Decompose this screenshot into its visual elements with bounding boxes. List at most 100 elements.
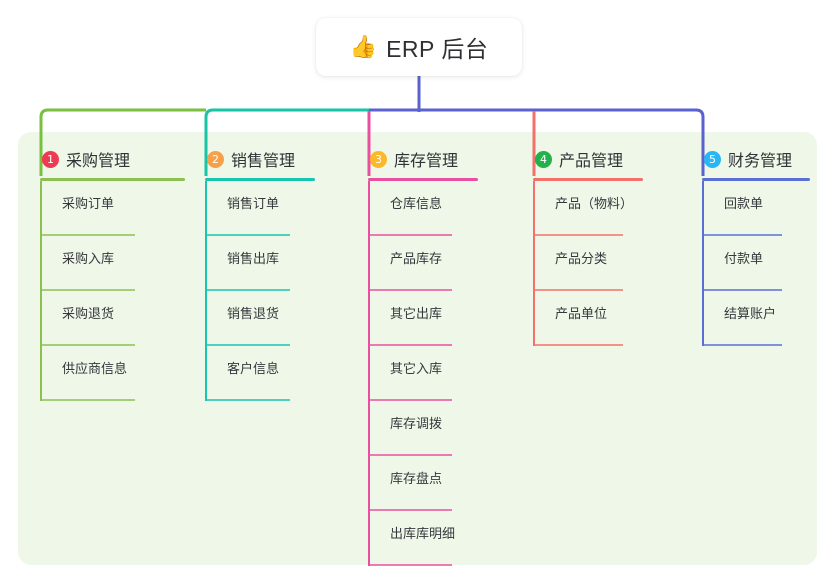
branch-item-label: 回款单 [724, 196, 764, 211]
branch-title: 销售管理 [231, 153, 296, 170]
branch-item[interactable]: 销售退货 [205, 291, 315, 346]
branch-item-underline [368, 509, 452, 511]
branch-item[interactable]: 供应商信息 [40, 346, 185, 401]
branch-item-label: 采购订单 [62, 196, 115, 211]
branch-item-label: 供应商信息 [62, 361, 128, 376]
branch-column-2: 2 销售管理销售订单销售出库销售退货客户信息 [205, 146, 315, 401]
wire-trunk-mid-teal [204, 108, 369, 176]
branch-item[interactable]: 仓库信息 [368, 181, 478, 236]
branch-item[interactable]: 回款单 [702, 181, 810, 236]
branch-item-label: 采购入库 [62, 251, 115, 266]
root-node[interactable]: 👍 ERP 后台 [316, 18, 522, 76]
branch-item-underline [205, 344, 290, 346]
branch-item[interactable]: 产品（物料） [533, 181, 643, 236]
branch-index-badge: 1 [42, 150, 59, 168]
branch-spine [205, 181, 207, 401]
branch-item-underline [702, 234, 782, 236]
branch-item[interactable]: 客户信息 [205, 346, 315, 401]
branch-item-underline [368, 344, 452, 346]
thumbs-up-icon: 👍 [349, 34, 378, 59]
branch-item[interactable]: 其它入库 [368, 346, 478, 401]
branch-item[interactable]: 结算账户 [702, 291, 810, 346]
branch-index-badge: 5 [704, 150, 721, 168]
branch-item[interactable]: 采购入库 [40, 236, 185, 291]
branch-underline [368, 178, 478, 181]
branch-item-list: 仓库信息产品库存其它出库其它入库库存调拨库存盘点出库库明细 [368, 181, 478, 566]
branch-item[interactable]: 出库库明细 [368, 511, 478, 566]
branch-underline [205, 178, 315, 181]
branch-header-3[interactable]: 3 库存管理 [368, 146, 478, 172]
branch-title: 采购管理 [66, 153, 131, 170]
branch-item-label: 库存调拨 [390, 416, 443, 431]
branch-underline [702, 178, 810, 181]
branch-item-label: 产品分类 [555, 251, 608, 266]
branch-item[interactable]: 其它出库 [368, 291, 478, 346]
branch-item-underline [40, 289, 135, 291]
branch-item[interactable]: 采购订单 [40, 181, 185, 236]
root-node-title: ERP 后台 [386, 36, 489, 62]
branch-item[interactable]: 产品分类 [533, 236, 643, 291]
branch-index-badge: 4 [535, 150, 552, 168]
branch-index-badge: 2 [207, 150, 224, 168]
branch-item-underline [702, 344, 782, 346]
branch-item-underline [40, 344, 135, 346]
branch-header-1[interactable]: 1 采购管理 [40, 146, 185, 172]
branch-item[interactable]: 销售出库 [205, 236, 315, 291]
branch-item-label: 库存盘点 [390, 471, 443, 486]
branch-underline [533, 178, 643, 181]
branch-item-label: 产品（物料） [555, 196, 634, 211]
branch-item-list: 销售订单销售出库销售退货客户信息 [205, 181, 315, 401]
branch-item-underline [40, 399, 135, 401]
branch-item-label: 客户信息 [227, 361, 280, 376]
branch-index-badge: 3 [370, 150, 387, 168]
branch-item-underline [205, 234, 290, 236]
branch-item[interactable]: 销售订单 [205, 181, 315, 236]
wire-trunk-right-blue [369, 108, 705, 176]
branch-item-label: 仓库信息 [390, 196, 443, 211]
branch-item-list: 产品（物料） 产品分类产品单位 [533, 181, 643, 346]
branch-spine [533, 181, 535, 346]
branch-item-underline [40, 234, 135, 236]
branch-item-label: 出库库明细 [390, 526, 456, 541]
branch-item-label: 付款单 [724, 251, 764, 266]
branch-item[interactable]: 产品库存 [368, 236, 478, 291]
branch-spine [368, 181, 370, 566]
branch-item-underline [368, 399, 452, 401]
branch-item-underline [533, 289, 623, 291]
branch-column-5: 5 财务管理回款单付款单结算账户 [702, 146, 810, 346]
branch-title: 财务管理 [728, 153, 793, 170]
branch-item[interactable]: 产品单位 [533, 291, 643, 346]
branch-item-list: 回款单付款单结算账户 [702, 181, 810, 346]
branch-item-label: 产品单位 [555, 306, 608, 321]
branch-item-underline [533, 234, 623, 236]
branch-item-label: 销售退货 [227, 306, 280, 321]
branch-item-underline [702, 289, 782, 291]
branch-item[interactable]: 库存盘点 [368, 456, 478, 511]
branch-column-1: 1 采购管理采购订单采购入库采购退货供应商信息 [40, 146, 185, 401]
branch-title: 库存管理 [394, 153, 459, 170]
branch-item-label: 其它入库 [390, 361, 443, 376]
branch-column-3: 3 库存管理仓库信息产品库存其它出库其它入库库存调拨库存盘点出库库明细 [368, 146, 478, 566]
branch-item-label: 结算账户 [724, 306, 777, 321]
branch-item-label: 销售订单 [227, 196, 280, 211]
branch-spine [40, 181, 42, 401]
branch-item-underline [205, 399, 290, 401]
branch-item-underline [205, 289, 290, 291]
branch-item-list: 采购订单采购入库采购退货供应商信息 [40, 181, 185, 401]
branch-spine [702, 181, 704, 346]
branch-item-label: 采购退货 [62, 306, 115, 321]
branch-header-2[interactable]: 2 销售管理 [205, 146, 315, 172]
branch-item[interactable]: 采购退货 [40, 291, 185, 346]
branch-item-underline [533, 344, 623, 346]
wire-trunk-left-green [39, 108, 206, 176]
branch-item[interactable]: 付款单 [702, 236, 810, 291]
branch-item[interactable]: 库存调拨 [368, 401, 478, 456]
branch-item-label: 产品库存 [390, 251, 443, 266]
branch-header-5[interactable]: 5 财务管理 [702, 146, 810, 172]
branch-item-underline [368, 564, 452, 566]
branch-item-underline [368, 454, 452, 456]
